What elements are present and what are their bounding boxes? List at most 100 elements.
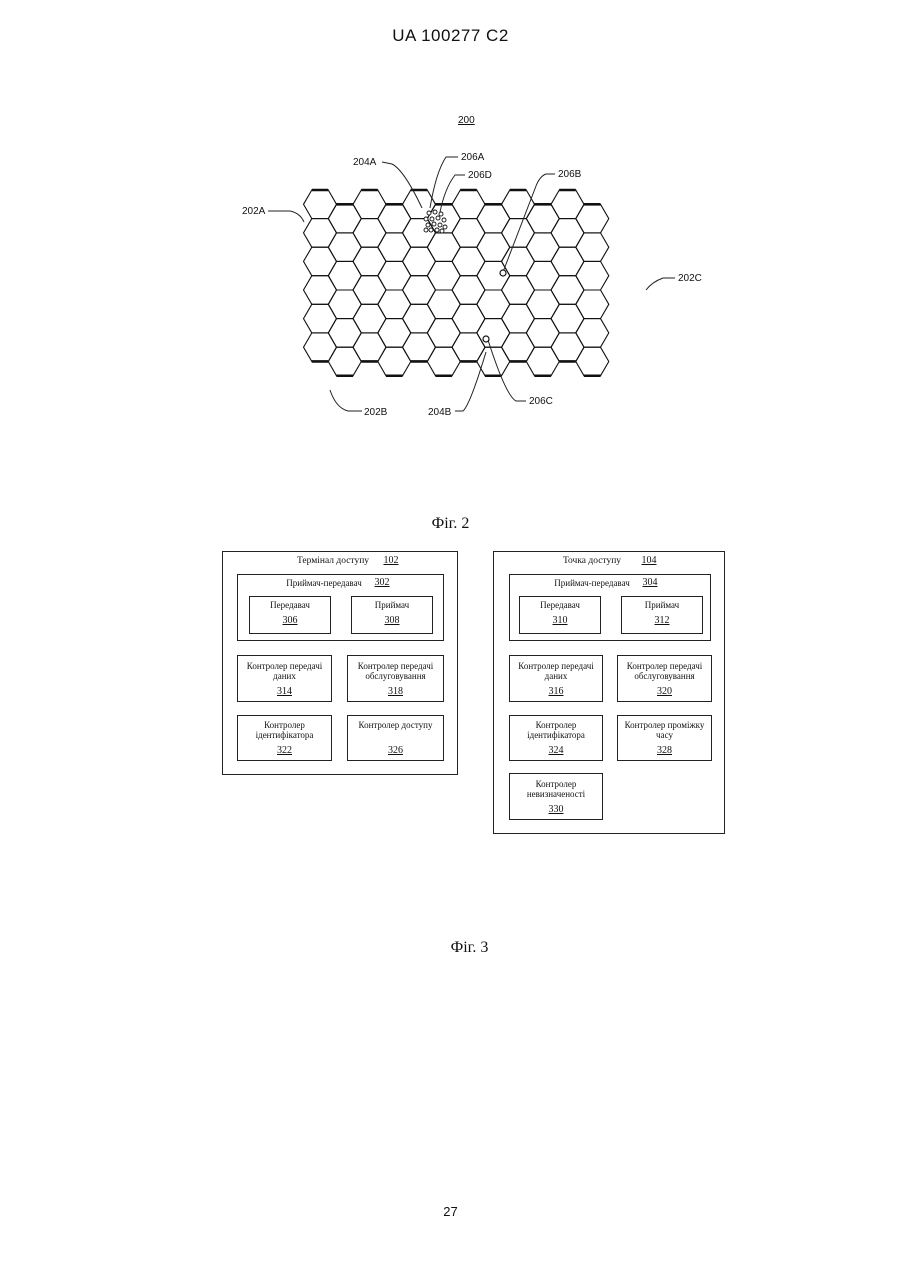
hex-cell: [328, 261, 361, 290]
transceiver-block-302: Приймач-передавач 302 Передавач 306 Прий…: [237, 574, 444, 641]
leader-206C: [488, 340, 526, 401]
hex-cell: [328, 204, 361, 233]
transceiver-num: 302: [370, 577, 394, 588]
hex-cell: [477, 204, 510, 233]
figure-ref-200: 200: [458, 115, 475, 126]
hex-cell: [378, 319, 411, 348]
hex-cell: [576, 204, 609, 233]
identifier-controller-num: 324: [510, 745, 602, 756]
terminal-cluster-206A: [424, 210, 447, 233]
hex-cell: [353, 304, 386, 333]
terminal-dot: [430, 217, 434, 221]
hex-cell: [403, 333, 436, 362]
hex-cell: [551, 276, 584, 305]
figure-3-caption: Фіг. 3: [0, 939, 901, 957]
hex-cell: [452, 219, 485, 248]
transmitter-block-306: Передавач 306: [249, 596, 331, 634]
hex-cell: [477, 319, 510, 348]
hex-cell: [378, 233, 411, 262]
transmitter-num: 310: [520, 615, 600, 626]
hex-cell: [452, 333, 485, 362]
label-202A: 202A: [242, 206, 266, 217]
transmitter-block-310: Передавач 310: [519, 596, 601, 634]
label-206A: 206A: [461, 152, 485, 163]
hex-cell: [551, 190, 584, 219]
page-number: 27: [0, 1204, 901, 1219]
handover-controller-num: 320: [618, 686, 711, 697]
label-206B: 206B: [558, 169, 582, 180]
transceiver-block-304: Приймач-передавач 304 Передавач 310 Прий…: [509, 574, 711, 641]
transmitter-num: 306: [250, 615, 330, 626]
hex-cell: [551, 304, 584, 333]
hex-cell: [403, 219, 436, 248]
hex-cell: [328, 347, 361, 376]
hex-cell: [551, 247, 584, 276]
ambiguity-controller-label: Контролер невизначеності: [512, 779, 600, 799]
ambiguity-controller-block-330: Контролер невизначеності 330: [509, 773, 603, 820]
terminal-dot: [443, 225, 447, 229]
ambiguity-controller-num: 330: [510, 804, 602, 815]
hex-cell: [427, 347, 460, 376]
hex-cell: [353, 247, 386, 276]
terminal-dot: [424, 217, 428, 221]
time-interval-controller-label: Контролер проміжку часу: [620, 720, 709, 740]
data-controller-num: 314: [238, 686, 331, 697]
identifier-controller-label: Контролер ідентифікатора: [244, 720, 325, 740]
terminal-dot: [438, 223, 442, 227]
hex-cell: [477, 233, 510, 262]
receiver-num: 312: [622, 615, 702, 626]
figure-2-caption: Фіг. 2: [0, 515, 901, 533]
access-point-block: Точка доступу 104 Приймач-передавач 304 …: [493, 551, 725, 834]
hex-cell: [427, 290, 460, 319]
hex-cell: [427, 261, 460, 290]
identifier-controller-num: 322: [238, 745, 331, 756]
access-point-num: 104: [636, 555, 662, 566]
hex-cell: [526, 233, 559, 262]
identifier-controller-label: Контролер ідентифікатора: [516, 720, 596, 740]
hex-cell: [452, 304, 485, 333]
leader-206D: [440, 175, 465, 212]
terminal-dot: [424, 228, 428, 232]
terminal-dot: [426, 223, 430, 227]
terminal-dot: [442, 218, 446, 222]
handover-controller-label: Контролер передачі обслуговування: [350, 661, 441, 681]
hex-cell: [328, 233, 361, 262]
hex-cell: [477, 347, 510, 376]
hex-cell: [452, 276, 485, 305]
identifier-controller-block-324: Контролер ідентифікатора 324: [509, 715, 603, 761]
receiver-label: Приймач: [622, 600, 702, 610]
hex-cell: [378, 347, 411, 376]
access-controller-block-326: Контролер доступу 326: [347, 715, 444, 761]
access-terminal-title: Термінал доступу: [293, 556, 373, 566]
handover-controller-block-320: Контролер передачі обслуговування 320: [617, 655, 712, 702]
hex-cell: [502, 333, 535, 362]
terminal-206C: [483, 336, 489, 342]
time-interval-controller-block-328: Контролер проміжку часу 328: [617, 715, 712, 761]
access-terminal-num: 102: [378, 555, 404, 566]
access-controller-num: 326: [348, 745, 443, 756]
terminal-dot: [427, 211, 431, 215]
hex-cell: [502, 190, 535, 219]
access-controller-label: Контролер доступу: [350, 720, 441, 730]
hex-cell: [526, 347, 559, 376]
hex-cell: [576, 347, 609, 376]
hex-cell: [378, 261, 411, 290]
terminal-206B: [500, 270, 506, 276]
hex-cell: [526, 290, 559, 319]
transceiver-label: Приймач-передавач: [542, 578, 642, 588]
hex-cell: [304, 247, 337, 276]
access-point-title: Точка доступу: [556, 556, 628, 566]
terminal-dot: [432, 222, 436, 226]
time-interval-controller-num: 328: [618, 745, 711, 756]
handover-controller-block-318: Контролер передачі обслуговування 318: [347, 655, 444, 702]
hex-cell: [353, 219, 386, 248]
hex-cell-grid: [304, 190, 609, 376]
hex-cell: [304, 276, 337, 305]
leader-202B: [330, 390, 362, 411]
receiver-block-312: Приймач 312: [621, 596, 703, 634]
hex-cell: [576, 233, 609, 262]
transceiver-label: Приймач-передавач: [274, 578, 374, 588]
hex-cell: [452, 190, 485, 219]
data-controller-label: Контролер передачі даних: [240, 661, 329, 681]
